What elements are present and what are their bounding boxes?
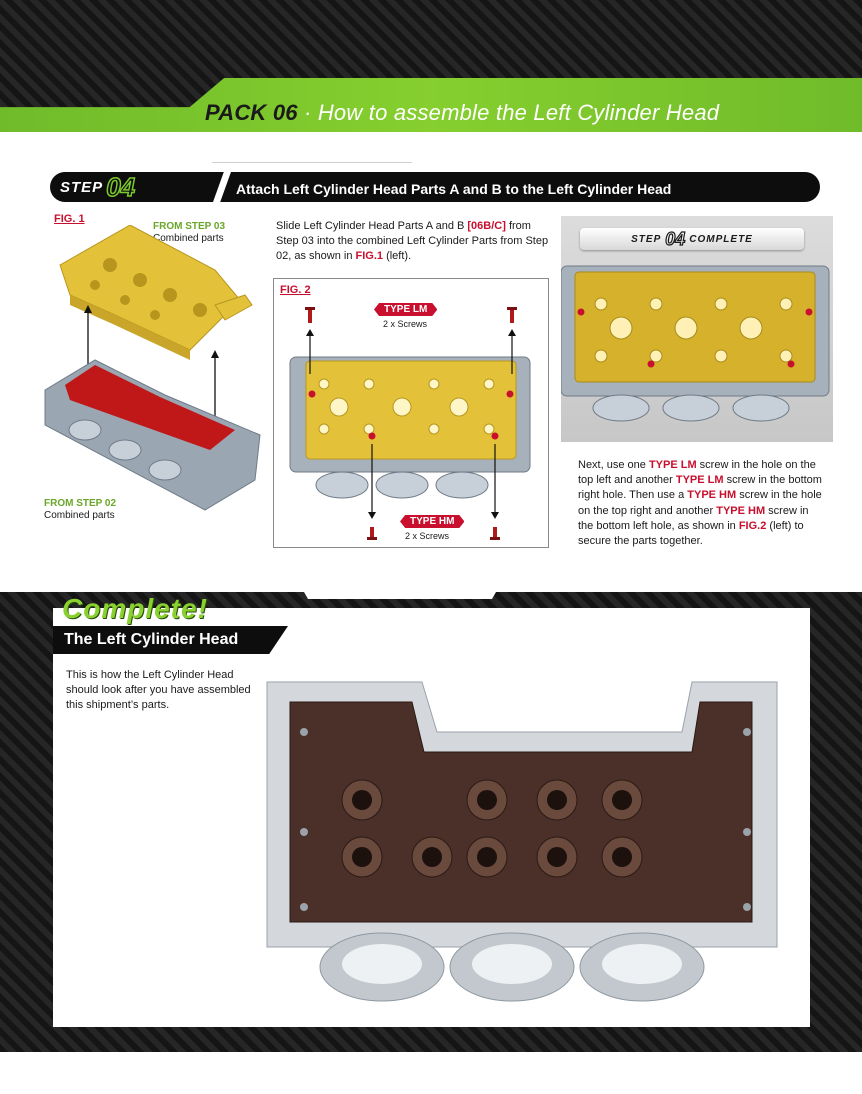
step-complete-photo: [560, 216, 833, 442]
fig2-label: FIG. 2: [280, 284, 311, 296]
from-step-02-sublabel: Combined parts: [44, 510, 115, 521]
pack-number: PACK 06: [205, 100, 298, 125]
title-separator: ·: [297, 100, 318, 125]
type-hm-callout: TYPE HM: [400, 515, 465, 528]
section-divider-tab: [300, 585, 500, 599]
next-text-1: Next, use one: [578, 459, 649, 471]
from-step-03-sublabel: Combined parts: [153, 233, 224, 244]
fig2-illustration: [289, 307, 531, 540]
next-text-2: screw in the hole on the top left and an…: [578, 459, 816, 487]
intro-paragraph: Slide Left Cylinder Head Parts A and B […: [276, 219, 551, 264]
step-bar: [50, 172, 820, 202]
type-lm-callout: TYPE LM: [374, 303, 438, 316]
fig1-reference: FIG.1: [355, 250, 384, 262]
next-text-3: screw in the bottom right hole. Then use…: [578, 474, 822, 502]
type-lm-ref-2: TYPE LM: [675, 474, 724, 487]
step-divider-line: [212, 162, 412, 176]
hole-top-left: [308, 390, 316, 398]
step-badge: STEP 04: [60, 172, 210, 202]
fig2-reference: FIG.2: [738, 519, 767, 532]
step-number: 04: [105, 172, 136, 202]
hole-bottom-right: [491, 432, 499, 440]
next-text-5: screw in the bottom left hole, as shown …: [578, 504, 809, 532]
intro-text-3: (left).: [383, 250, 412, 262]
yellow-head-parts-image: [59, 225, 253, 360]
type-hm-ref-2: TYPE HM: [716, 504, 766, 517]
next-text-6: (left) to secure the parts together.: [578, 519, 804, 548]
type-hm-quantity: 2 x Screws: [405, 531, 450, 541]
step-word: STEP: [60, 178, 104, 196]
banner-complete-word: COMPLETE: [689, 233, 753, 245]
complete-description: This is how the Left Cylinder Head shoul…: [66, 669, 251, 711]
step-title: Attach Left Cylinder Head Parts A and B …: [236, 181, 672, 197]
fig1-label: FIG. 1: [54, 213, 85, 225]
type-hm-ref-1: TYPE HM: [687, 489, 737, 502]
completed-cylinder-head-image: [266, 681, 778, 1002]
next-text-4: screw in the hole on the top right and a…: [578, 489, 822, 517]
intro-text-2: from Step 03 into the combined Left Cyli…: [276, 220, 549, 262]
from-step-02-label: FROM STEP 02: [44, 498, 117, 509]
instructions-paragraph: Next, use one TYPE LM screw in the hole …: [578, 458, 826, 549]
from-step-03-label: FROM STEP 03: [153, 221, 226, 232]
grey-cylinder-head-image: [44, 359, 261, 511]
fig2-panel: FIG. 2: [273, 278, 549, 548]
screw-bottom-left: [367, 527, 377, 540]
step-complete-banner: STEP 04 COMPLETE: [580, 228, 804, 250]
banner-step-word: STEP: [631, 233, 662, 245]
screw-top-right: [507, 307, 517, 323]
hole-bottom-left: [368, 432, 376, 440]
page-title: PACK 06 · How to assemble the Left Cylin…: [205, 100, 719, 126]
screw-top-left: [305, 307, 315, 323]
part-code: [06B/C]: [467, 220, 506, 232]
complete-heading: Complete!: [62, 593, 208, 624]
banner-step-number: 04: [665, 229, 686, 249]
intro-text-1: Slide Left Cylinder Head Parts A and B: [276, 220, 468, 232]
fig1-illustration: [44, 225, 261, 511]
screw-bottom-right: [490, 527, 500, 540]
complete-subtitle-bar: [53, 626, 288, 654]
complete-subtitle: The Left Cylinder Head: [64, 631, 239, 648]
step-complete-image: [560, 265, 830, 422]
pack-title-text: How to assemble the Left Cylinder Head: [317, 100, 720, 125]
hole-top-right: [506, 390, 514, 398]
type-lm-quantity: 2 x Screws: [383, 319, 428, 329]
type-lm-ref-1: TYPE LM: [648, 459, 697, 471]
